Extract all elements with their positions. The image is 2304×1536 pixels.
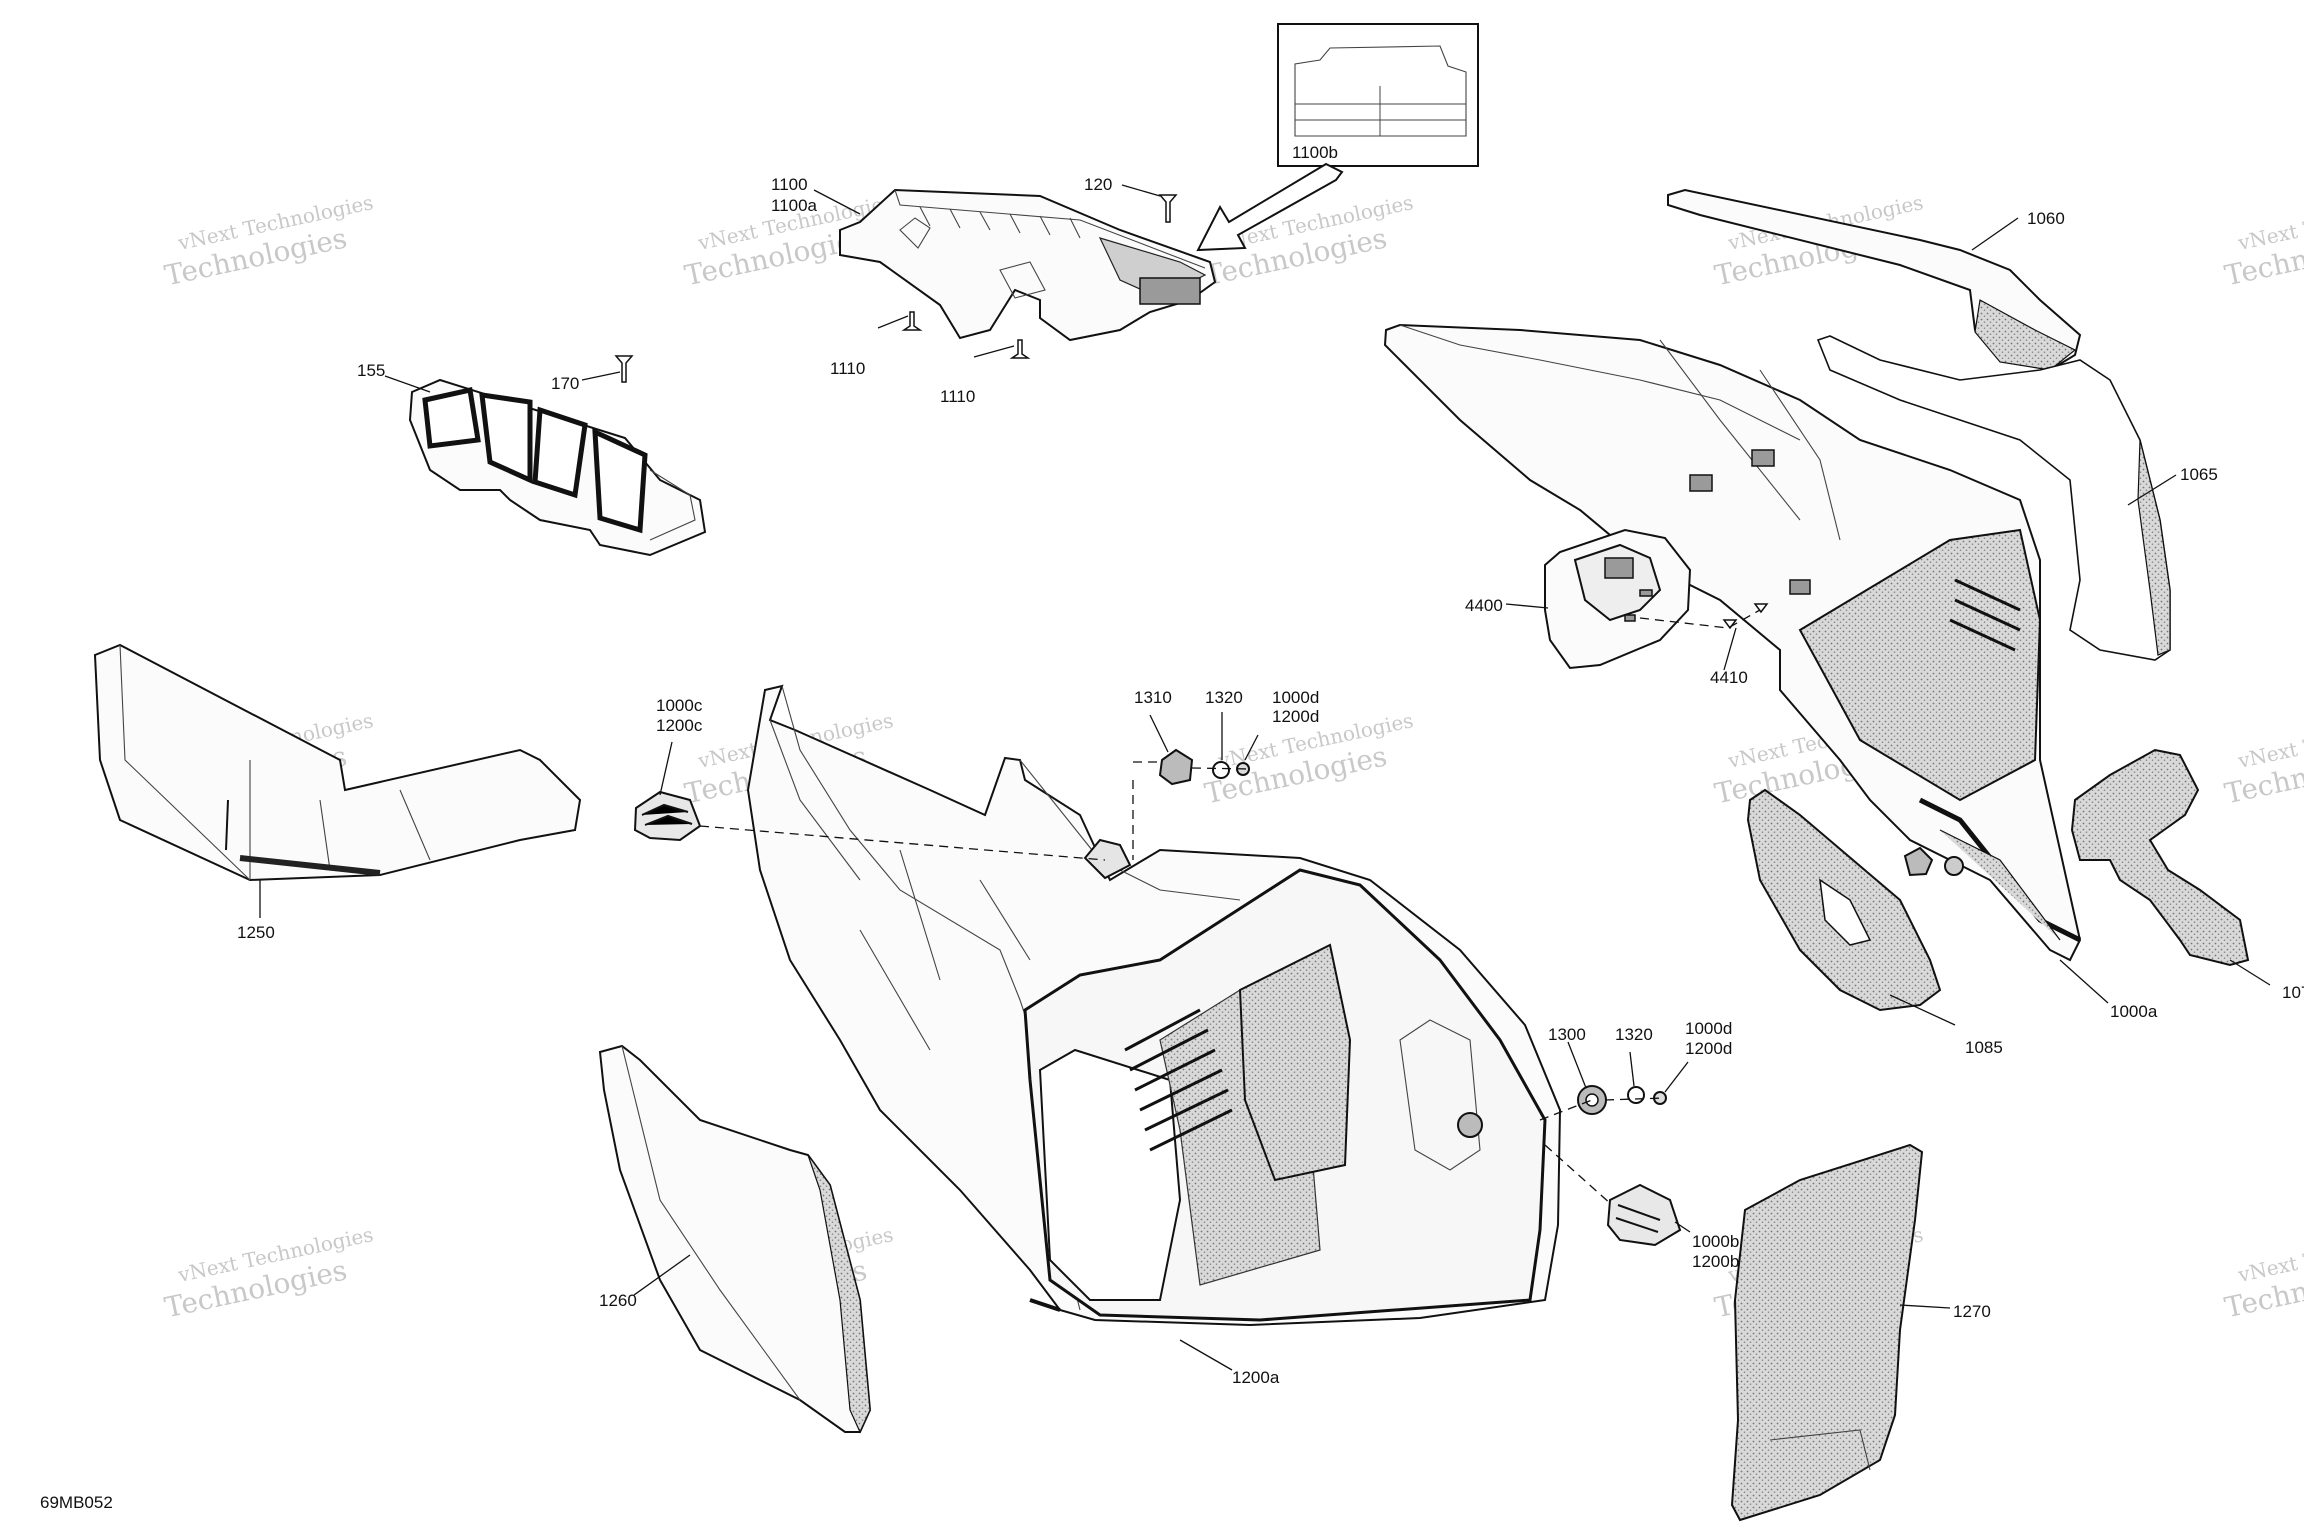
callout-1320: 1320 [1615, 1025, 1653, 1044]
callout-labels: 1100 1100a 120 1110 1110 155 170 1060 10… [237, 175, 2304, 1387]
callout-1100a: 1100a [771, 196, 818, 215]
callout-1000d: 1000d [1685, 1019, 1732, 1038]
fastener-1310 [1158, 748, 1194, 786]
screw-4410 [1722, 603, 1769, 630]
vent-slats [1949, 578, 2021, 652]
part-155-vent-frame [408, 378, 707, 557]
fastener-1300 [1577, 1085, 1607, 1115]
callout-170: 170 [551, 374, 579, 393]
callout-1065: 1065 [2180, 465, 2218, 484]
part-1085-panel [1746, 788, 1942, 1012]
diagram-code: 69MB052 [40, 1493, 113, 1512]
bracket-upper [1083, 838, 1132, 880]
callout-1110: 1110 [940, 387, 975, 406]
inset-label: 1100b [1292, 143, 1338, 162]
callout-1000d: 1000d [1272, 688, 1319, 707]
part-4400-gauge-housing [1544, 528, 1692, 670]
callout-107: 107 [2282, 983, 2304, 1002]
callout-1200d: 1200d [1685, 1039, 1732, 1058]
watermark: vNext Technologies Technologies [2222, 1222, 2304, 1324]
screw-120 [1158, 194, 1178, 223]
callout-4400: 4400 [1465, 596, 1503, 615]
callout-1000b: 1000b [1692, 1232, 1739, 1251]
callout-120: 120 [1084, 175, 1112, 194]
callout-1000a: 1000a [2110, 1002, 2158, 1021]
washer-1320-upper [1212, 761, 1230, 779]
callout-1260: 1260 [599, 1291, 637, 1310]
screw-170 [614, 355, 634, 383]
callout-1270: 1270 [1953, 1302, 1991, 1321]
callout-1000c: 1000c [656, 696, 703, 715]
callout-1200b: 1200b [1692, 1252, 1739, 1271]
inset-decal-1100b: 1100b [1277, 23, 1479, 167]
part-1260-panel [598, 1044, 872, 1434]
callout-4410: 4410 [1710, 668, 1748, 687]
watermark: vNext Technologies Technologies [2222, 708, 2304, 810]
leader-lines [259, 184, 2271, 1371]
callout-1250: 1250 [237, 923, 275, 942]
callout-1200a: 1200a [1232, 1368, 1280, 1387]
part-1100-console [839, 188, 1217, 342]
part-1070-panel [2070, 748, 2250, 967]
part-1250-panel [93, 643, 582, 882]
callout-1085: 1085 [1965, 1038, 2003, 1057]
callout-1200d: 1200d [1272, 707, 1319, 726]
screw-1110-left [901, 311, 923, 331]
vent-slats [1124, 1008, 1233, 1152]
watermark: vNext Technologies Technologies [162, 190, 376, 292]
watermark: vNext Technologies Technologies [162, 1222, 376, 1324]
callout-155: 155 [357, 361, 385, 380]
fastener-cluster-right [1903, 846, 1964, 877]
callout-1060: 1060 [2027, 209, 2065, 228]
connector-1000c [633, 790, 702, 842]
part-1270-panel [1730, 1143, 1924, 1522]
part-1200a-side-panel [746, 684, 1562, 1327]
connector-1000b [1606, 1183, 1682, 1247]
washer-1320-lower [1627, 1086, 1645, 1104]
arrow-icon [1196, 162, 1344, 252]
part-1000a-right-panel [1383, 323, 2082, 962]
callout-1300: 1300 [1548, 1025, 1586, 1044]
callout-1110: 1110 [830, 359, 865, 378]
watermark: vNext Technologies Technologies [2222, 190, 2304, 292]
callout-1100: 1100 [771, 175, 808, 194]
callout-1200c: 1200c [656, 716, 703, 735]
callout-1310: 1310 [1134, 688, 1172, 707]
callout-1320: 1320 [1205, 688, 1243, 707]
screw-1110-right [1009, 339, 1031, 359]
